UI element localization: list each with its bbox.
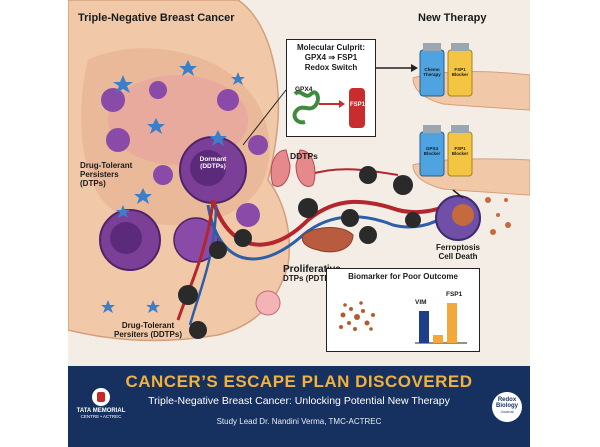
vim-label: VIM — [415, 299, 427, 306]
tumor-nucleus — [190, 150, 226, 186]
vial-chemo-cap — [423, 43, 441, 51]
fsp1-bar-label: FSP1 — [446, 291, 463, 298]
vial-fsp1-b-cap — [451, 125, 469, 133]
gpx4-protein-icon — [292, 90, 320, 125]
stain-dots — [339, 301, 375, 331]
biomarker-box: Biomarker for Poor Outcome VIM FSP1 — [326, 268, 480, 352]
banner-title: CANCER’S ESCAPE PLAN DISCOVERED — [125, 372, 473, 391]
tumor-cell — [217, 89, 239, 111]
culprit-box: Molecular Culprit: GPX4 ⇒ FSP1 Redox Swi… — [286, 39, 376, 137]
redox-biology-logo: Redox Biology Journal — [492, 392, 522, 422]
bar-fsp1 — [447, 303, 457, 343]
ferroptosis-nucleus — [452, 204, 474, 226]
culprit-graphic — [292, 88, 365, 128]
biomarker-graphic — [339, 301, 467, 344]
culprit-line3: Redox Switch — [304, 63, 358, 72]
arrow-to-ferro — [452, 189, 464, 199]
illustration-graphic — [68, 0, 530, 342]
gpx4-label: GPX4 — [295, 86, 313, 93]
tmc-logo: TATA MEMORIAL CENTRE • ACTREC — [76, 388, 126, 420]
infographic-canvas: Triple-Negative Breast Cancer New Therap… — [68, 0, 530, 447]
tumor-nucleus — [110, 222, 142, 254]
tmc-emblem-icon — [92, 388, 110, 406]
callout-line — [242, 89, 287, 146]
banner-lead: Study Lead Dr. Nandini Verma, TMC-ACTREC — [216, 417, 382, 426]
ddtps-label: DDTPs — [290, 151, 318, 161]
vial-fsp1-cap — [451, 43, 469, 51]
vessel-blue-branch — [188, 204, 218, 326]
arrow-head — [411, 64, 418, 72]
culprit-line1: Molecular Culprit: — [296, 43, 365, 52]
brain-icon — [255, 290, 281, 316]
vessel-red-branch — [176, 199, 215, 321]
tumor-cell — [153, 165, 173, 185]
star-cells — [101, 60, 245, 313]
tumor-cell — [236, 203, 260, 227]
vessel-red-upper — [307, 168, 399, 176]
dormant-label: Dormant(DDTPs) — [199, 156, 227, 171]
ddtp-cells — [178, 166, 421, 339]
vial-gpx4-cap — [423, 125, 441, 133]
culprit-line2: GPX4 ⇒ FSP1 — [304, 53, 358, 62]
gpx4-arrow-head — [339, 100, 345, 108]
tumor-cell — [106, 128, 130, 152]
right-title: New Therapy — [418, 12, 487, 24]
vial-label-fsp1: FSP1 Blocker — [451, 67, 469, 77]
debris-dots — [478, 186, 511, 235]
fsp1-cylinder-icon — [349, 88, 365, 128]
tumor-cell — [248, 135, 268, 155]
banner-subtitle: Triple-Negative Breast Cancer: Unlocking… — [148, 395, 450, 407]
bar-mid — [433, 335, 443, 343]
lungs-icon — [270, 149, 316, 187]
vial-label-gpx4: GPX4 Blocker — [423, 146, 441, 156]
tumor-cell — [101, 88, 125, 112]
biomarker-title: Biomarker for Poor Outcome — [348, 272, 458, 281]
banner: TATA MEMORIAL CENTRE • ACTREC CANCER’S E… — [68, 366, 530, 447]
liver-icon — [301, 227, 354, 253]
vial-label-chemo: Chemo Therapy — [423, 67, 441, 77]
tumor-cell — [149, 81, 167, 99]
fsp1-label: FSP1 — [350, 102, 366, 108]
left-title: Triple-Negative Breast Cancer — [78, 12, 235, 24]
vial-label-fsp1-b: FSP1 Blocker — [451, 146, 469, 156]
bar-vim — [419, 311, 429, 343]
